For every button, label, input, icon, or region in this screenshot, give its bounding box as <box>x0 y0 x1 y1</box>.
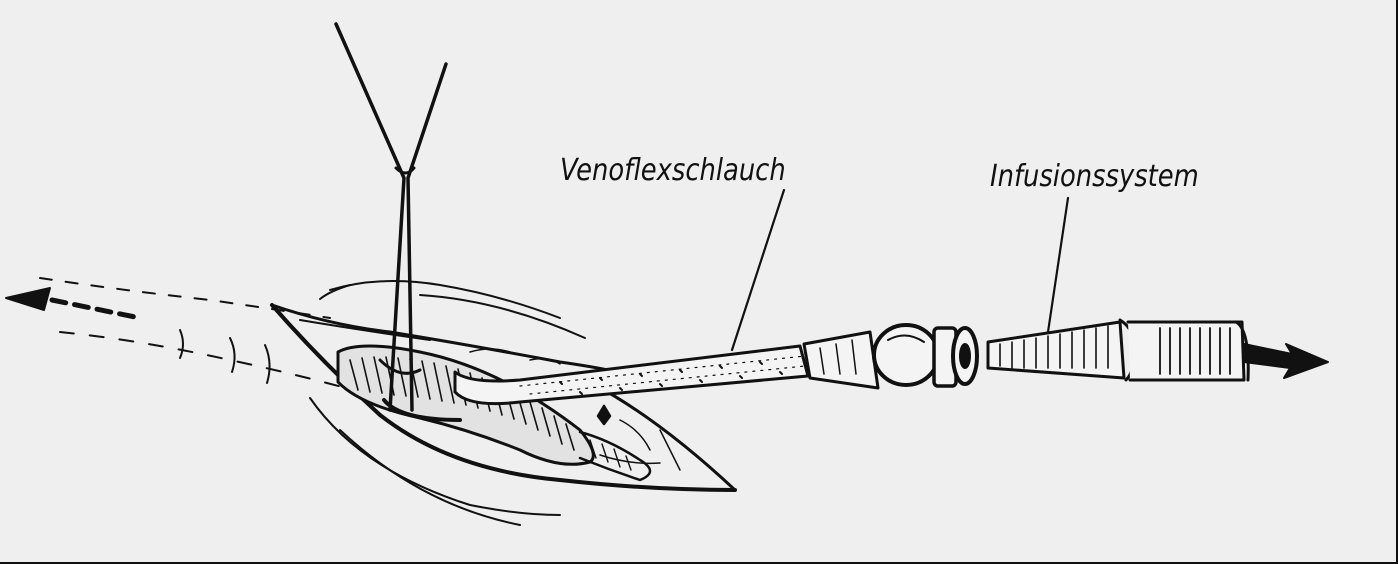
catheter-hub-connector <box>804 325 977 388</box>
infusion-system-connector <box>988 320 1328 380</box>
infusion-leader-line <box>1048 198 1068 332</box>
infusion-label: Infusionssystem <box>990 158 1199 193</box>
venoflex-label: Venoflexschlauch <box>560 152 786 187</box>
venoflex-leader-line <box>732 190 784 350</box>
venoflex-catheter <box>455 346 808 404</box>
outflow-direction-arrow <box>6 278 360 392</box>
